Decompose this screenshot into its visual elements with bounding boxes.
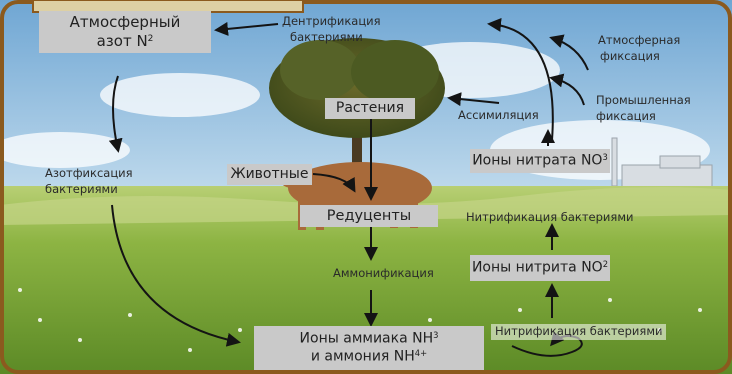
label-nitrification-lower: Нитрификация бактериями (491, 324, 667, 340)
label-denitrification: Дентрификация бактериями (282, 14, 381, 44)
label-azotfixation: Азотфиксация бактериями (45, 166, 133, 196)
node-reducers: Редуценты (300, 205, 438, 227)
label-nitrification-upper: Нитрификация бактериями (466, 210, 634, 224)
node-nitrate: Ионы нитрата NO3 (470, 149, 610, 173)
label-atmospheric-fixation: Атмосферная фиксация (598, 33, 681, 63)
node-atmospheric-nitrogen: Атмосферный азот N2 (39, 11, 211, 53)
label-industrial-fixation: Промышленная фиксация (596, 93, 691, 123)
label-ammonification: Аммонификация (333, 266, 434, 280)
node-ammonia: Ионы аммиака NH3 и аммония NH4+ (254, 326, 484, 370)
node-plants: Растения (325, 98, 415, 119)
node-animals: Животные (227, 164, 312, 185)
node-nitrite: Ионы нитрита NO2 (470, 255, 610, 281)
label-assimilation: Ассимиляция (458, 108, 539, 122)
flowers (18, 288, 702, 352)
